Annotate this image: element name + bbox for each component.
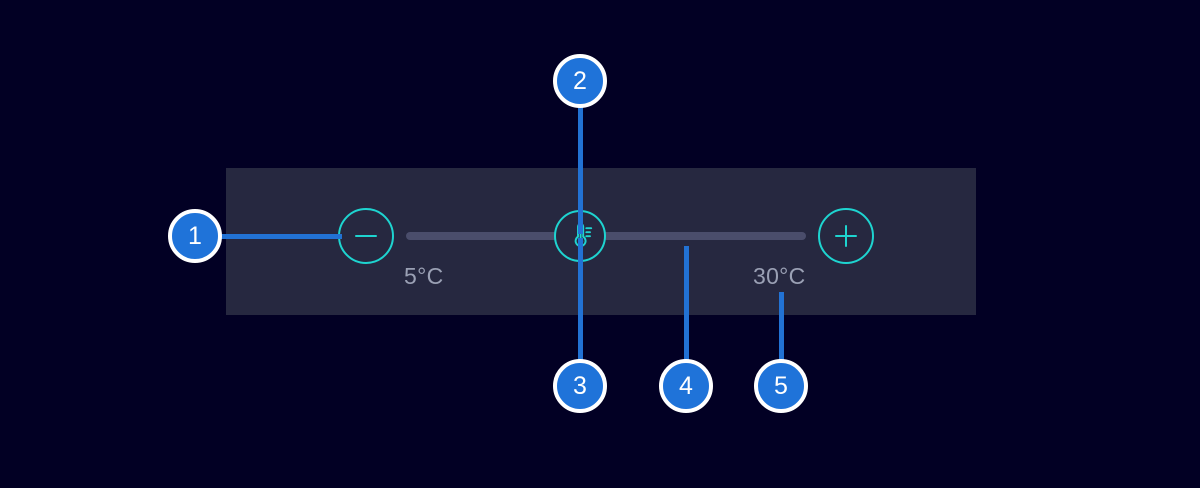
callout-badge-3[interactable]: 3 — [553, 359, 607, 413]
min-temperature-label: 5°C — [404, 263, 444, 289]
decrement-temperature-button[interactable] — [338, 208, 394, 264]
callout-badge-4[interactable]: 4 — [659, 359, 713, 413]
increment-temperature-button[interactable] — [818, 208, 874, 264]
callout-line-1 — [218, 234, 342, 239]
callout-badge-2[interactable]: 2 — [553, 54, 607, 108]
callout-line-5 — [779, 292, 784, 360]
temperature-slider-track[interactable] — [406, 232, 806, 240]
callout-line-3 — [578, 238, 583, 360]
callout-line-4 — [684, 246, 689, 360]
plus-icon-vertical — [845, 225, 847, 247]
callout-badge-1[interactable]: 1 — [168, 209, 222, 263]
callout-badge-5[interactable]: 5 — [754, 359, 808, 413]
callout-line-2 — [578, 106, 583, 234]
minus-icon — [355, 235, 377, 237]
max-temperature-label: 30°C — [753, 263, 806, 289]
